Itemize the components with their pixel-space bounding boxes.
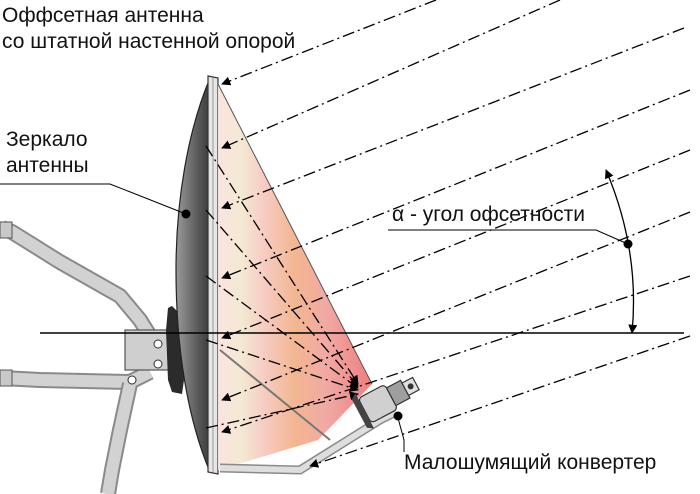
- converter-label: Малошумящий конвертер: [404, 451, 657, 474]
- reflected-beam: [218, 84, 372, 470]
- feed-support-arm: [219, 349, 399, 475]
- angle-leader-dot: [623, 239, 633, 249]
- antenna-title-line2: со штатной настенной опорой: [2, 30, 296, 54]
- offset-angle-arc: [605, 169, 638, 334]
- reflected-rays: [205, 145, 359, 429]
- antenna-title: Оффсетная антенна со штатной настенной о…: [2, 4, 295, 56]
- mirror-label: Зеркало антенны: [6, 128, 89, 180]
- mirror-leader-dot: [181, 209, 191, 219]
- alpha-symbol: α: [392, 203, 405, 226]
- offset-angle-text: - угол офсетности: [404, 203, 585, 226]
- leader-lines: [0, 183, 629, 452]
- lnb-converter-icon: [351, 376, 421, 429]
- lnb-leader-dot: [393, 411, 403, 421]
- mirror-label-line1: Зеркало: [6, 128, 88, 151]
- mirror-label-line2: антенны: [6, 154, 89, 178]
- wall-mount-bracket-icon: [0, 220, 184, 494]
- dish-reflector-icon: [175, 75, 219, 475]
- offset-angle-label: α - угол офсетности: [392, 203, 585, 227]
- antenna-title-line1: Оффсетная антенна: [2, 4, 204, 27]
